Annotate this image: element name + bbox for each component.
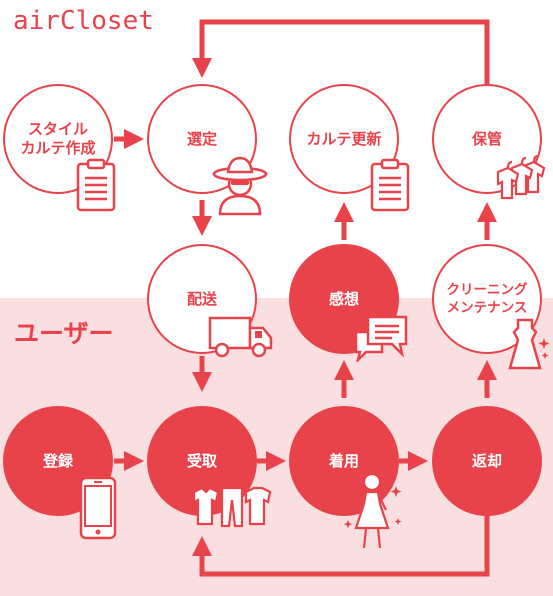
- clipboard-icon: [76, 158, 116, 212]
- loop-bottom-arrow: [192, 514, 490, 577]
- clothes-set-icon: [192, 486, 272, 528]
- loop-top-arrow: [192, 19, 490, 84]
- delivery-truck-icon: [208, 316, 273, 358]
- user-area-label: ユーザー: [14, 319, 114, 348]
- smartphone-icon: [79, 476, 117, 540]
- dress-icon: [508, 318, 550, 370]
- clipboard-update-icon: [370, 158, 410, 212]
- stylist-hat-icon: [212, 156, 268, 216]
- woman-wearing-dress-icon: [343, 472, 402, 549]
- node-return: 返却: [432, 406, 542, 516]
- speech-bubbles-icon: [354, 315, 408, 362]
- brand-title: airCloset: [13, 6, 154, 36]
- hanging-clothes-icon: [496, 154, 546, 200]
